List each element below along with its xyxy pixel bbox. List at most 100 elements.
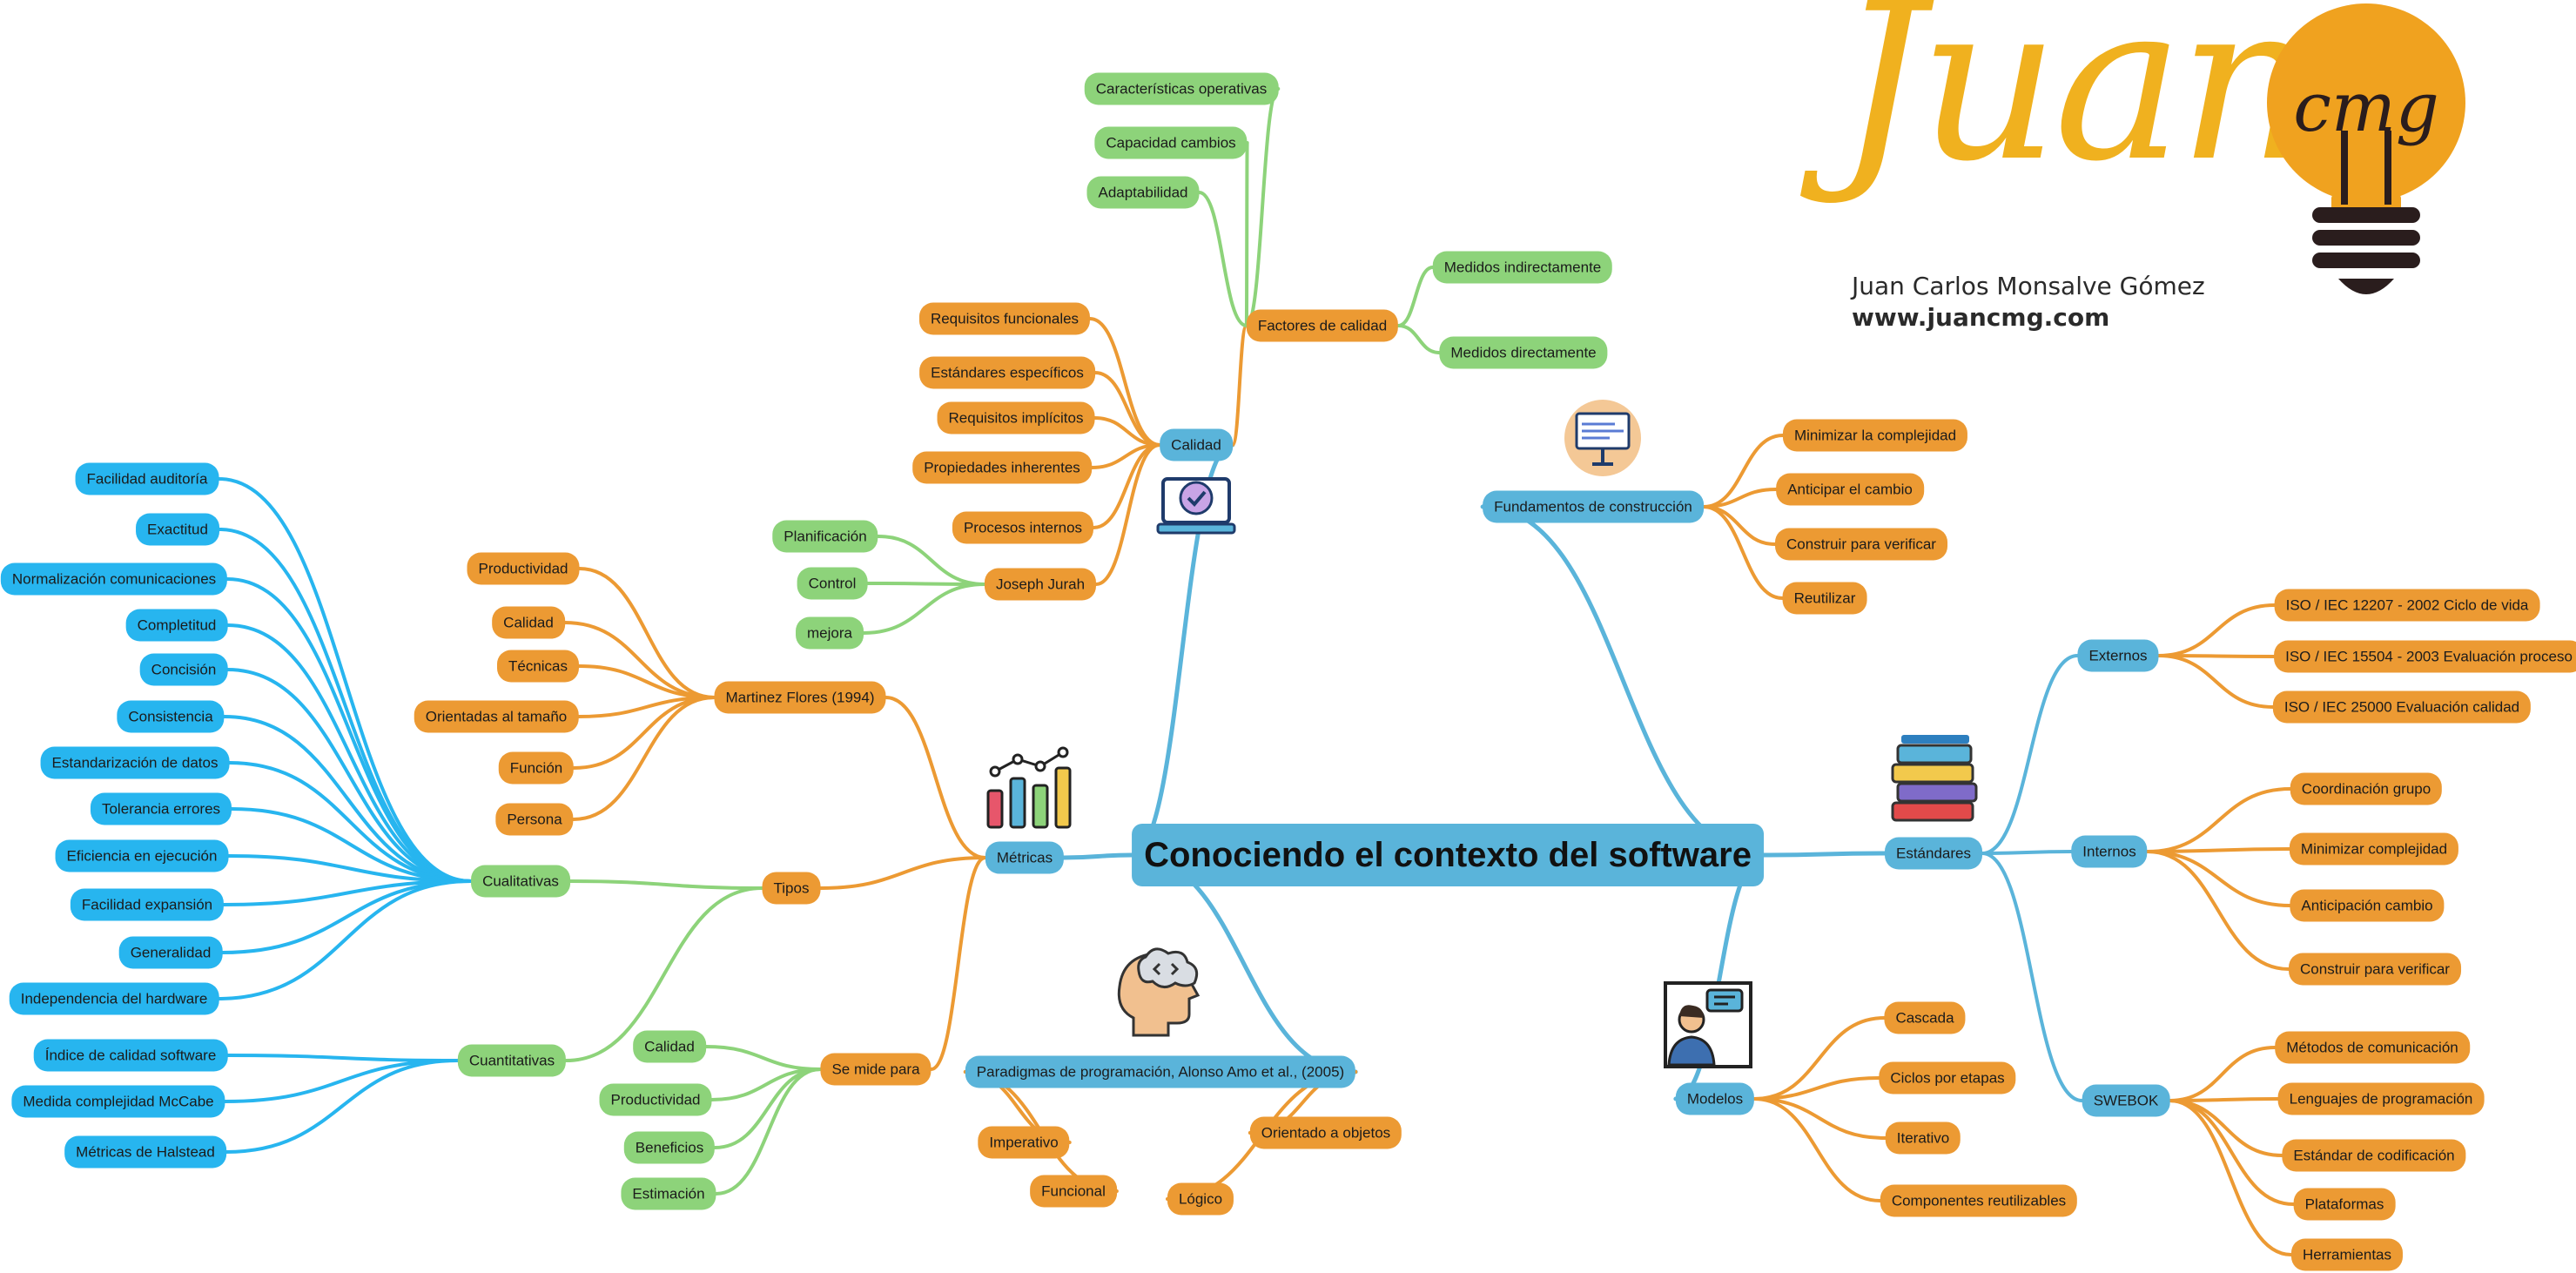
connector-root-est <box>1761 851 1887 858</box>
node-externos[interactable]: Externos <box>2077 639 2159 672</box>
connector-factores-f4 <box>1396 324 1442 354</box>
node-mejora[interactable]: mejora <box>796 616 864 650</box>
connector-int-i2 <box>2145 850 2292 907</box>
connector-mar-ma2 <box>577 664 716 699</box>
connector-calidad-c0 <box>1088 317 1162 447</box>
node-estimacion[interactable]: Estimación <box>621 1177 716 1210</box>
node-funcional[interactable]: Funcional <box>1030 1175 1117 1208</box>
node-anticipacion-cambio[interactable]: Anticipación cambio <box>2290 889 2445 922</box>
node-productividad-martinez[interactable]: Productividad <box>467 552 580 585</box>
node-tecnicas[interactable]: Técnicas <box>496 650 580 683</box>
node-plataformas[interactable]: Plataformas <box>2293 1188 2396 1221</box>
node-metricas-halstead[interactable]: Métricas de Halstead <box>64 1135 226 1169</box>
node-propiedades-inherentes[interactable]: Propiedades inherentes <box>912 451 1092 484</box>
node-completitud[interactable]: Completitud <box>125 609 228 642</box>
node-calidad[interactable]: Calidad <box>1160 428 1233 461</box>
node-lenguajes-programacion[interactable]: Lenguajes de programación <box>2277 1082 2485 1115</box>
node-facilidad-expansion[interactable]: Facilidad expansión <box>70 888 225 921</box>
node-fundamentos-construccion[interactable]: Fundamentos de construcción <box>1483 490 1704 523</box>
node-iso-12207[interactable]: ISO / IEC 12207 - 2002 Ciclo de vida <box>2274 589 2540 622</box>
node-metodos-comunicacion[interactable]: Métodos de comunicación <box>2275 1031 2470 1064</box>
node-se-mide-para[interactable]: Se mide para <box>820 1053 932 1086</box>
node-minimizar-la-complejidad[interactable]: Minimizar la complejidad <box>1782 419 1968 452</box>
connector-cual-q10 <box>220 879 474 954</box>
connector-factores-f1 <box>1244 141 1249 327</box>
node-cascada[interactable]: Cascada <box>1884 1001 1966 1034</box>
node-beneficios[interactable]: Beneficios <box>623 1131 716 1164</box>
node-orientadas-tamano[interactable]: Orientadas al tamaño <box>414 700 579 733</box>
node-factores-calidad[interactable]: Factores de calidad <box>1246 309 1399 342</box>
node-joseph-jurah[interactable]: Joseph Jurah <box>984 568 1097 601</box>
node-martinez-flores[interactable]: Martinez Flores (1994) <box>714 681 886 714</box>
connector-joseph-j2 <box>861 583 986 635</box>
node-calidad-medida[interactable]: Calidad <box>633 1030 706 1063</box>
node-productividad-medida[interactable]: Productividad <box>599 1083 712 1116</box>
node-logico[interactable]: Lógico <box>1167 1182 1234 1216</box>
node-estandarizacion-datos[interactable]: Estandarización de datos <box>40 746 230 779</box>
node-modelos[interactable]: Modelos <box>1675 1082 1755 1115</box>
node-construir-para-verificar-2[interactable]: Construir para verificar <box>2289 953 2461 986</box>
connector-cual-q5 <box>222 715 474 883</box>
node-adaptabilidad[interactable]: Adaptabilidad <box>1086 176 1200 209</box>
node-normalizacion-comunicaciones[interactable]: Normalización comunicaciones <box>0 562 228 596</box>
node-calidad-martinez[interactable]: Calidad <box>492 606 565 639</box>
connector-mod-m0 <box>1752 1016 1887 1101</box>
node-anticipar-el-cambio[interactable]: Anticipar el cambio <box>1776 473 1924 506</box>
node-eficiencia-ejecucion[interactable]: Eficiencia en ejecución <box>55 839 229 872</box>
node-tipos[interactable]: Tipos <box>762 872 821 905</box>
connector-root-fund <box>1480 504 1766 858</box>
node-procesos-internos[interactable]: Procesos internos <box>952 511 1094 544</box>
node-iso-25000[interactable]: ISO / IEC 25000 Evaluación calidad <box>2272 690 2532 724</box>
node-paradigmas[interactable]: Paradigmas de programación, Alonso Amo e… <box>965 1055 1356 1088</box>
node-ciclos-por-etapas[interactable]: Ciclos por etapas <box>1879 1061 2016 1095</box>
node-estandares-especificos[interactable]: Estándares específicos <box>919 356 1095 389</box>
node-minimizar-complejidad[interactable]: Minimizar complejidad <box>2289 832 2459 866</box>
node-herramientas[interactable]: Herramientas <box>2290 1238 2404 1271</box>
node-requisitos-implicitos[interactable]: Requisitos implícitos <box>937 401 1095 434</box>
connector-cual-q4 <box>225 668 474 883</box>
node-persona[interactable]: Persona <box>495 803 574 836</box>
node-iterativo[interactable]: Iterativo <box>1885 1121 1961 1155</box>
node-control[interactable]: Control <box>797 567 868 600</box>
node-caracteristicas-operativas[interactable]: Características operativas <box>1084 72 1279 105</box>
node-medida-mccabe[interactable]: Medida complejidad McCabe <box>11 1085 225 1118</box>
node-concision[interactable]: Concisión <box>139 653 228 686</box>
node-componentes-reutilizables[interactable]: Componentes reutilizables <box>1880 1184 2078 1217</box>
node-medidos-directamente[interactable]: Medidos directamente <box>1439 336 1608 369</box>
node-cualitativas[interactable]: Cualitativas <box>471 865 570 898</box>
node-indice-calidad-software[interactable]: Índice de calidad software <box>33 1039 228 1072</box>
node-construir-para-verificar-1[interactable]: Construir para verificar <box>1775 528 1947 561</box>
connector-cual-q3 <box>225 623 474 883</box>
node-cuantitativas[interactable]: Cuantitativas <box>457 1044 567 1077</box>
connector-cuan-k1 <box>223 1059 460 1103</box>
node-facilidad-auditoria[interactable]: Facilidad auditoría <box>75 462 219 495</box>
root-node[interactable]: Conociendo el contexto del software <box>1132 824 1764 886</box>
node-exactitud[interactable]: Exactitud <box>136 513 219 546</box>
node-independencia-hardware[interactable]: Independencia del hardware <box>9 982 219 1015</box>
node-coordinacion-grupo[interactable]: Coordinación grupo <box>2290 772 2443 805</box>
node-orientado-objetos[interactable]: Orientado a objetos <box>1249 1116 1402 1149</box>
node-metricas[interactable]: Métricas <box>985 841 1065 874</box>
node-imperativo[interactable]: Imperativo <box>978 1126 1070 1159</box>
node-reutilizar[interactable]: Reutilizar <box>1782 582 1867 615</box>
connector-mide-md3 <box>714 1068 823 1196</box>
connector-mod-m2 <box>1752 1097 1887 1140</box>
node-requisitos-funcionales[interactable]: Requisitos funcionales <box>918 302 1091 335</box>
node-iso-15504[interactable]: ISO / IEC 15504 - 2003 Evaluación proces… <box>2274 640 2576 673</box>
bulb-text: cmg <box>2293 69 2439 147</box>
node-estandares[interactable]: Estándares <box>1885 837 1982 870</box>
connector-tip-cual <box>568 879 764 890</box>
node-tolerancia-errores[interactable]: Tolerancia errores <box>90 792 232 825</box>
node-generalidad[interactable]: Generalidad <box>118 936 223 969</box>
node-estandar-codificacion[interactable]: Estándar de codificación <box>2282 1139 2466 1172</box>
node-medidos-indirectamente[interactable]: Medidos indirectamente <box>1432 251 1613 284</box>
node-capacidad-cambios[interactable]: Capacidad cambios <box>1094 126 1248 159</box>
quality-certificate-icon <box>1156 477 1236 535</box>
node-consistencia[interactable]: Consistencia <box>117 700 225 733</box>
node-swebok[interactable]: SWEBOK <box>2082 1084 2170 1117</box>
node-funcion[interactable]: Función <box>498 751 575 785</box>
node-internos[interactable]: Internos <box>2071 835 2148 868</box>
node-planificacion[interactable]: Planificación <box>772 520 878 553</box>
connector-mod-m3 <box>1752 1097 1882 1202</box>
connector-est-int <box>1981 850 2074 855</box>
